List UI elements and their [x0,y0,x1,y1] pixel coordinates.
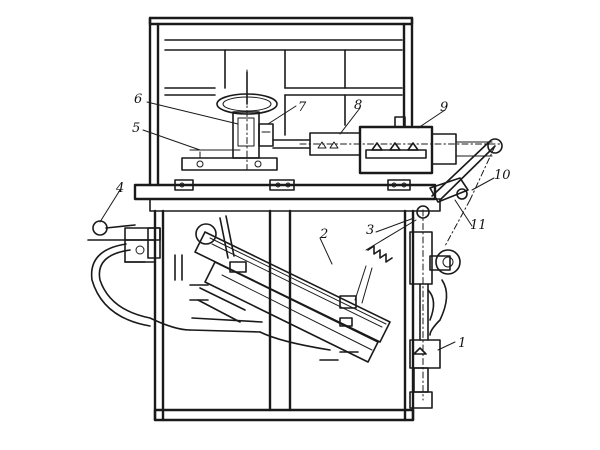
callout-2: 2 [319,227,328,242]
callout-7: 7 [298,100,307,115]
spring-bolts [189,261,359,361]
callout-8: 8 [354,98,362,113]
table-beam [133,179,441,212]
callout-11: 11 [470,218,487,233]
upper-frame [148,16,414,187]
callout-1: 1 [458,336,466,351]
lower-frame [153,209,415,422]
vertical-cylinder [409,209,461,409]
callout-3: 3 [366,223,374,238]
handwheel-assembly [216,69,278,171]
leader-lines [99,101,495,351]
lever-linkage [416,138,503,247]
slide-carriage [181,149,278,171]
callout-4: 4 [115,181,124,196]
spring-pack [194,215,391,363]
callout-9: 9 [440,100,448,115]
callout-10: 10 [494,168,511,183]
callout-6: 6 [134,92,142,107]
valve-handle [87,220,183,281]
callouts: 1 2 3 4 5 6 7 8 9 10 11 [115,92,511,351]
callout-5: 5 [132,121,140,136]
spring-small [365,219,417,263]
hose [90,243,331,351]
cylinder-assembly [272,116,501,175]
